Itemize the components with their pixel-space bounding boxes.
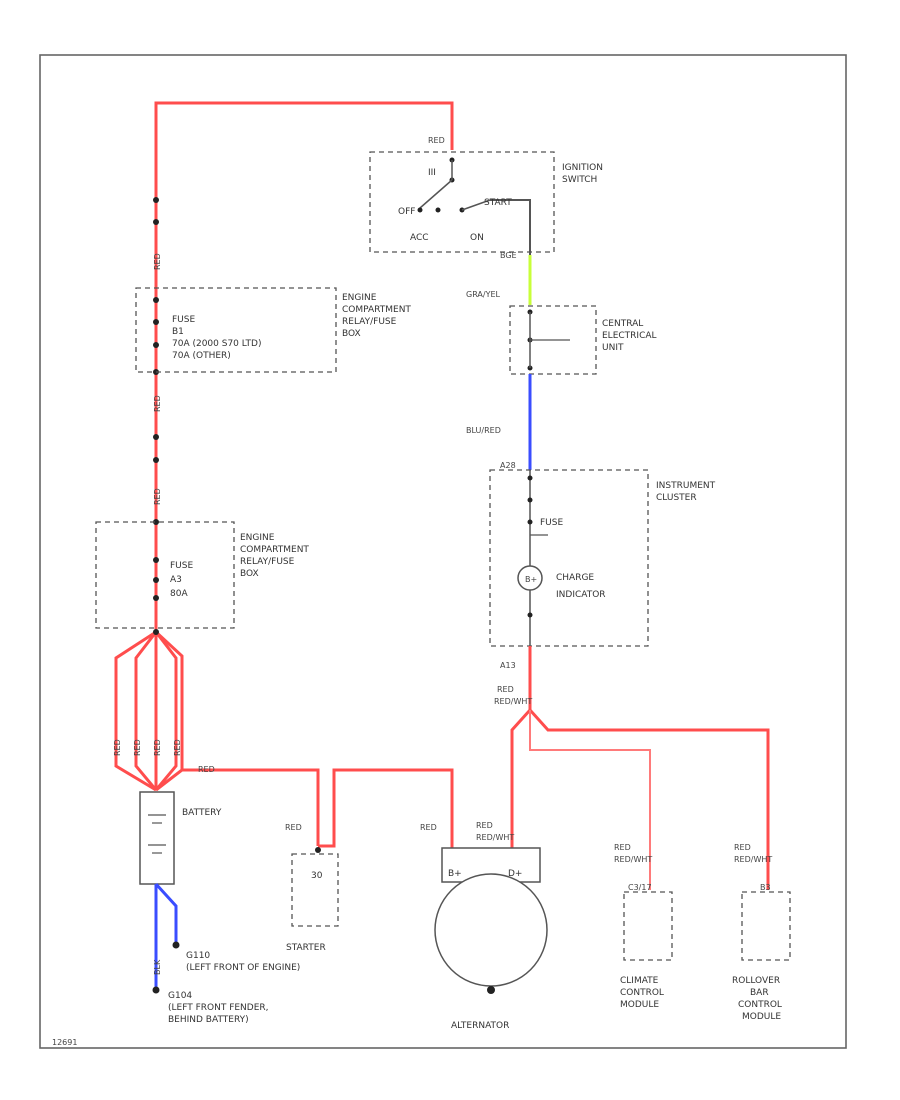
rollover-label-4: MODULE (742, 1012, 781, 1022)
wire-label-red-wht-alt-2: RED/WHT (476, 833, 514, 842)
fuse-box-1-rating-1: 70A (2000 S70 LTD) (172, 339, 262, 349)
ignition-pos-acc: ACC (410, 233, 429, 243)
fuse-box-1-label-1: ENGINE (342, 293, 377, 303)
wire-label-bundle-red-2: RED (133, 739, 142, 756)
fuse-box-1-id: B1 (172, 327, 184, 337)
central-unit-label-1: CENTRAL (602, 319, 643, 329)
wire-red-wht-alternator (510, 708, 532, 848)
rollover-label-3: CONTROL (738, 1000, 782, 1010)
diagram-code: 12691 (52, 1038, 77, 1047)
instrument-cluster: A28 FUSE B+ CHARGE INDICATOR INSTRUMENT … (489, 461, 716, 670)
climate-label-1: CLIMATE (620, 976, 659, 986)
fuse-box-2-rating: 80A (170, 589, 188, 599)
wire-label-blu-red: BLU/RED (466, 426, 501, 435)
starter-label: STARTER (286, 943, 326, 953)
central-unit-label-2: ELECTRICAL (602, 331, 657, 341)
svg-text:B+: B+ (525, 575, 537, 584)
starter-terminal: 30 (311, 871, 323, 881)
wire-red-wht-rollover (528, 708, 770, 890)
wire-label-red-battery: RED (198, 765, 215, 774)
fuse-box-2-id: A3 (170, 575, 182, 585)
alternator-label: ALTERNATOR (451, 1021, 509, 1031)
fuse-box-2-label-3: RELAY/FUSE (240, 557, 295, 567)
charge-indicator-lamp (517, 565, 543, 591)
battery-label: BATTERY (182, 808, 222, 818)
ignition-pos-start: START (484, 198, 512, 208)
ignition-switch: III OFF START ACC ON RED BGE IGNITION SW… (369, 136, 603, 260)
wire-red-wht-climate (529, 710, 651, 890)
rollover-control-module: RED RED/WHT B3 ROLLOVER BAR CONTROL MODU… (732, 843, 791, 1022)
alternator: B+ D+ ALTERNATOR (434, 847, 548, 1031)
ignition-pin-bottom: BGE (500, 251, 517, 260)
wire-label-red-3: RED (153, 488, 162, 505)
rollover-wire-red-wht: RED/WHT (734, 855, 772, 864)
rollover-label-1: ROLLOVER (732, 976, 780, 986)
cluster-pin-bottom: A13 (500, 661, 516, 670)
wire-label-bundle-red-3: RED (153, 739, 162, 756)
fuse-box-1-label-2: COMPARTMENT (342, 305, 411, 315)
fuse-box-1-rating-2: 70A (OTHER) (172, 351, 231, 361)
wire-label-bundle-red-1: RED (113, 739, 122, 756)
climate-wire-red-wht: RED/WHT (614, 855, 652, 864)
ignition-pos-on: ON (470, 233, 484, 243)
ignition-pos-iii: III (428, 168, 436, 178)
climate-label-3: MODULE (620, 1000, 659, 1010)
ignition-label-1: IGNITION (562, 163, 603, 173)
ground-2-location-1: (LEFT FRONT FENDER, (168, 1003, 269, 1013)
cluster-fuse-label: FUSE (540, 518, 563, 528)
wire-red-starter (182, 768, 320, 846)
alternator-terminal-b: B+ (448, 869, 462, 879)
cluster-indicator-label-2: INDICATOR (556, 590, 606, 600)
wire-label-red-cluster: RED (497, 685, 514, 694)
ignition-pin-top: RED (428, 136, 445, 145)
fuse-box-2: FUSE A3 80A ENGINE COMPARTMENT RELAY/FUS… (95, 521, 309, 629)
wire-label-bundle-red-4: RED (173, 739, 182, 756)
ground-2-location-2: BEHIND BATTERY) (168, 1015, 249, 1025)
cluster-pin-top: A28 (500, 461, 516, 470)
battery: BATTERY (139, 791, 222, 885)
wire-blk-ground-2 (154, 882, 178, 945)
wire-label-gra-yel: GRA/YEL (466, 290, 501, 299)
fuse-box-1-label-4: BOX (342, 329, 361, 339)
central-unit-label-3: UNIT (602, 343, 624, 353)
starter: 30 STARTER (286, 847, 339, 953)
climate-wire-red: RED (614, 843, 631, 852)
fuse-box-1-fuse: FUSE (172, 315, 195, 325)
wire-red-feed-connectors (153, 197, 159, 601)
ignition-pos-off: OFF (398, 207, 415, 217)
fuse-box-1: FUSE B1 70A (2000 S70 LTD) 70A (OTHER) E… (135, 287, 411, 373)
climate-control-module: RED RED/WHT C3/17 CLIMATE CONTROL MODULE (614, 843, 673, 1010)
fuse-box-2-label-2: COMPARTMENT (240, 545, 309, 555)
wire-red-bundle (114, 629, 184, 792)
wire-label-red-starter: RED (285, 823, 302, 832)
fuse-box-2-fuse: FUSE (170, 561, 193, 571)
cluster-label-1: INSTRUMENT (656, 481, 716, 491)
wire-red-main-feed (154, 101, 454, 630)
climate-label-2: CONTROL (620, 988, 664, 998)
wire-label-blk: BLK (153, 959, 162, 975)
ground-1-name: G110 (186, 951, 210, 961)
wire-label-red-wht-alt-1: RED (476, 821, 493, 830)
rollover-wire-red: RED (734, 843, 751, 852)
fuse-box-2-label-1: ENGINE (240, 533, 275, 543)
wire-label-red-2: RED (153, 395, 162, 412)
wire-label-red-wht-cluster: RED/WHT (494, 697, 532, 706)
ground-1-location: (LEFT FRONT OF ENGINE) (186, 963, 300, 973)
ground-2-name: G104 (168, 991, 192, 1001)
wire-label-red-alternator: RED (420, 823, 437, 832)
alternator-terminal-d: D+ (508, 869, 522, 879)
cluster-label-2: CLUSTER (656, 493, 697, 503)
rollover-pin: B3 (760, 883, 771, 892)
fuse-box-2-label-4: BOX (240, 569, 259, 579)
ignition-label-2: SWITCH (562, 175, 597, 185)
rollover-label-2: BAR (750, 988, 769, 998)
climate-pin: C3/17 (628, 883, 652, 892)
cluster-indicator-label-1: CHARGE (556, 573, 594, 583)
fuse-box-1-label-3: RELAY/FUSE (342, 317, 397, 327)
wire-red-alternator (318, 768, 454, 848)
wire-label-red-1: RED (153, 253, 162, 270)
diagram-frame (39, 54, 847, 1049)
central-electrical-unit: CENTRAL ELECTRICAL UNIT (509, 305, 657, 375)
